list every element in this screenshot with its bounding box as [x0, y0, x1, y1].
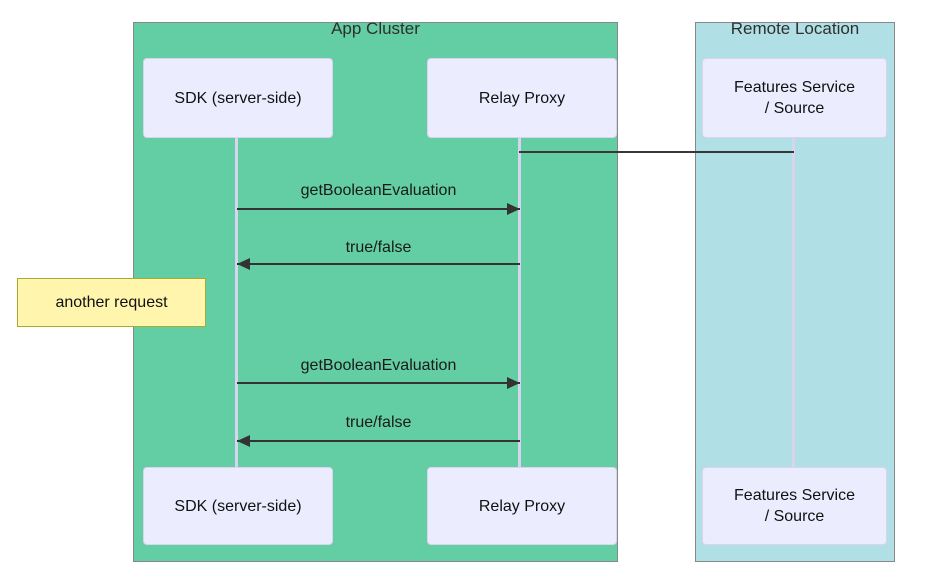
actor-relay-proxy-top: Relay Proxy [427, 58, 617, 138]
actor-sdk-top: SDK (server-side) [143, 58, 333, 138]
arrowhead-right-icon [507, 377, 520, 389]
message-label-getbooleanevaluation-1: getBooleanEvaluation [300, 182, 457, 199]
message-arrow-line-3 [237, 382, 520, 384]
message-label-getbooleanevaluation-2: getBooleanEvaluation [300, 357, 457, 374]
message-label-truefalse-1: true/false [345, 239, 412, 256]
actor-label: SDK (server-side) [174, 497, 302, 515]
actor-label-line2: / Source [764, 508, 825, 525]
actor-label-line1: Features Service [734, 487, 855, 504]
actor-label: Relay Proxy [478, 497, 566, 515]
remote-location-label: Remote Location [730, 19, 860, 38]
app-cluster-label: App Cluster [331, 19, 420, 38]
actor-label-line2: / Source [764, 100, 825, 117]
note-label: another request [55, 293, 168, 311]
actor-label-line1: Features Service [734, 79, 855, 96]
message-arrow-line-2 [237, 263, 520, 265]
message-label-truefalse-2: true/false [345, 414, 412, 431]
relay-to-features-connector-line [519, 151, 794, 153]
arrowhead-left-icon [237, 258, 250, 270]
message-arrow-line-1 [237, 208, 520, 210]
lifeline-relay-proxy [518, 138, 521, 467]
actor-label: Relay Proxy [478, 89, 566, 107]
actor-features-service-top: Features Service / Source [702, 58, 887, 138]
lifeline-sdk [235, 138, 238, 467]
actor-relay-proxy-bottom: Relay Proxy [427, 467, 617, 545]
lifeline-features-service [792, 138, 795, 467]
actor-sdk-bottom: SDK (server-side) [143, 467, 333, 545]
actor-label: SDK (server-side) [174, 89, 302, 107]
arrowhead-left-icon [237, 435, 250, 447]
message-arrow-line-4 [237, 440, 520, 442]
actor-features-service-bottom: Features Service / Source [702, 467, 887, 545]
sequence-note: another request [17, 278, 206, 327]
arrowhead-right-icon [507, 203, 520, 215]
